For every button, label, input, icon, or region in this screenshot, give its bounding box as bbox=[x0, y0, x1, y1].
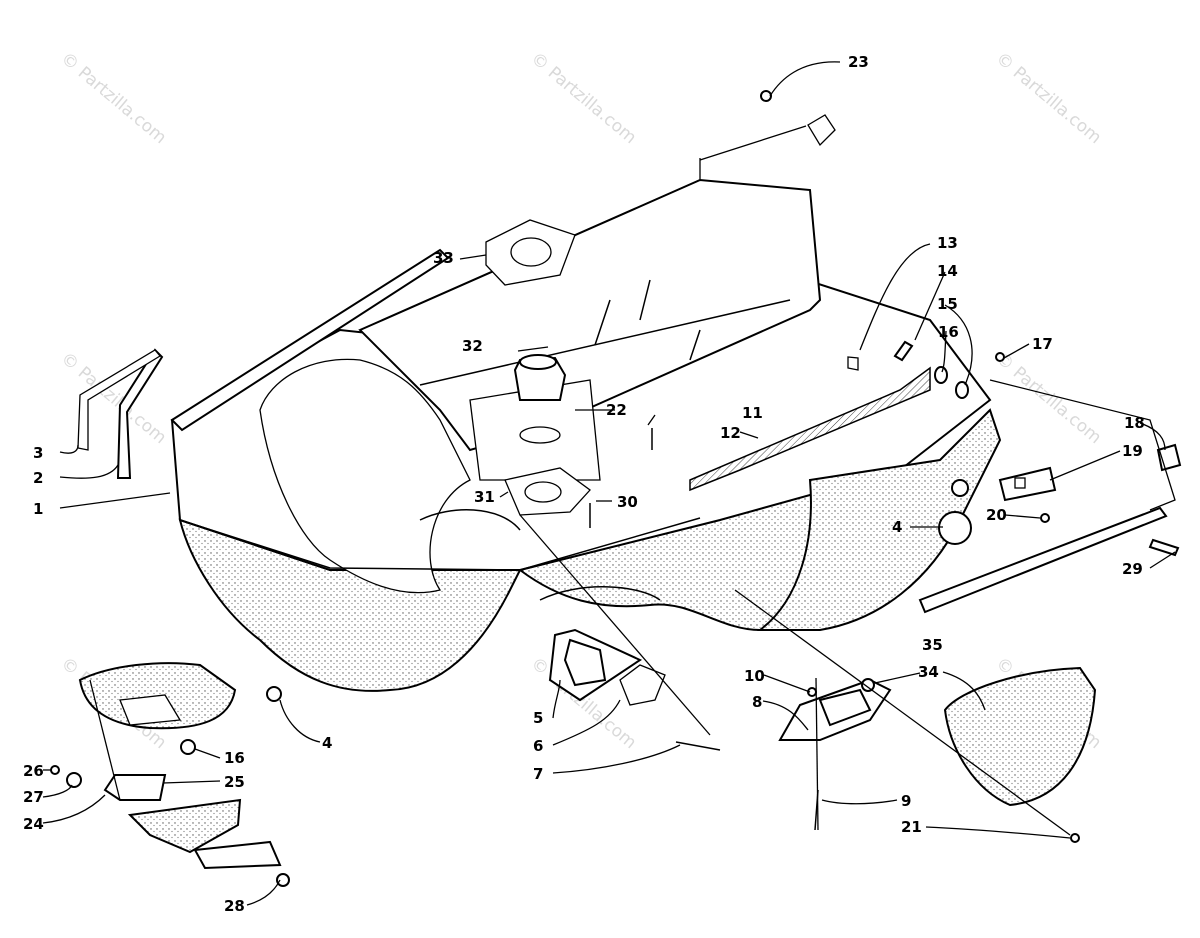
callout-4: 4 bbox=[322, 734, 332, 752]
gasket-part-33 bbox=[485, 219, 576, 286]
callout-27: 27 bbox=[23, 788, 44, 806]
callout-24: 24 bbox=[23, 815, 44, 833]
callout-5: 5 bbox=[533, 709, 543, 727]
callout-21: 21 bbox=[901, 818, 922, 836]
callout-2: 2 bbox=[33, 469, 43, 487]
clip-part-23 bbox=[760, 90, 836, 147]
rail-part-29 bbox=[918, 506, 1180, 614]
callout-15: 15 bbox=[937, 295, 958, 313]
callouts: 1 2 3 4 4 5 6 7 8 9 10 11 12 13 14 15 16… bbox=[23, 53, 1145, 915]
callout-3: 3 bbox=[33, 444, 43, 462]
watermark: © Partzilla.com bbox=[992, 49, 1105, 149]
callout-16: 16 bbox=[224, 749, 245, 767]
leader-lines bbox=[42, 61, 1176, 906]
callout-28: 28 bbox=[224, 897, 245, 915]
callout-29: 29 bbox=[1122, 560, 1143, 578]
watermark: © Partzilla.com bbox=[992, 349, 1105, 449]
bracket-parts-8-10 bbox=[778, 678, 892, 831]
callout-32: 32 bbox=[462, 337, 483, 355]
callout-17: 17 bbox=[1032, 335, 1053, 353]
callout-26: 26 bbox=[23, 762, 44, 780]
fasteners bbox=[589, 428, 1050, 545]
callout-1: 1 bbox=[33, 500, 43, 518]
callout-35: 35 bbox=[922, 636, 943, 654]
callout-7: 7 bbox=[533, 765, 543, 783]
callout-31: 31 bbox=[474, 488, 495, 506]
trim-strips bbox=[77, 248, 450, 479]
callout-30: 30 bbox=[617, 493, 638, 511]
callout-10: 10 bbox=[744, 667, 765, 685]
callout-9: 9 bbox=[901, 792, 911, 810]
callout-8: 8 bbox=[752, 693, 762, 711]
callout-13: 13 bbox=[937, 234, 958, 252]
lower-left-assembly bbox=[50, 662, 290, 887]
callout-20: 20 bbox=[986, 506, 1007, 524]
callout-19: 19 bbox=[1122, 442, 1143, 460]
callout-14: 14 bbox=[937, 262, 958, 280]
console-panel-part-12 bbox=[689, 366, 931, 492]
callout-11: 11 bbox=[742, 404, 763, 422]
callout-6: 6 bbox=[533, 737, 543, 755]
callout-12: 12 bbox=[720, 424, 741, 442]
callout-18: 18 bbox=[1124, 414, 1145, 432]
callout-22: 22 bbox=[606, 401, 627, 419]
watermark: © Partzilla.com bbox=[57, 49, 170, 149]
callout-16: 16 bbox=[938, 323, 959, 341]
callout-34: 34 bbox=[918, 663, 939, 681]
callout-23: 23 bbox=[848, 53, 869, 71]
hardware-parts-13-16 bbox=[847, 340, 1005, 399]
callout-33: 33 bbox=[433, 249, 454, 267]
boot-part-32 bbox=[513, 354, 567, 444]
motor-parts-5-7 bbox=[548, 628, 721, 751]
watermark: © Partzilla.com bbox=[527, 49, 640, 149]
gasket-part-31 bbox=[504, 467, 591, 516]
callout-25: 25 bbox=[224, 773, 245, 791]
callout-4: 4 bbox=[892, 518, 902, 536]
light-parts-18-19 bbox=[998, 443, 1182, 502]
cover-part-34 bbox=[861, 666, 1097, 843]
